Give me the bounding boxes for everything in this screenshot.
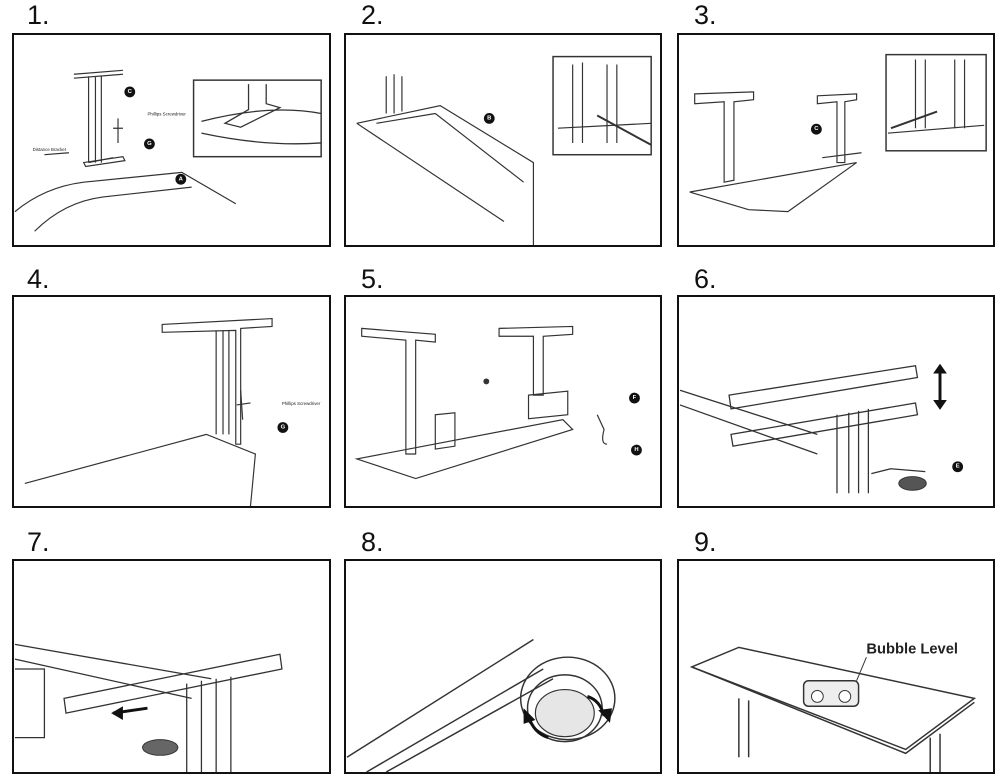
bubble-level-label: Bubble Level <box>866 641 958 657</box>
step-1-illustration: C G A Phillips Screwdriver Distance Brac… <box>14 69 322 232</box>
step-1-panel: C G A Phillips Screwdriver Distance Brac… <box>12 33 331 247</box>
callout-a: A <box>179 176 184 182</box>
step-8-panel <box>344 559 662 774</box>
step-4-panel: G Phillips Screwdriver <box>12 295 331 508</box>
callout-f: F <box>633 395 637 401</box>
step-number: 6. <box>694 264 717 294</box>
callout-h: H <box>634 447 638 453</box>
callout-c: C <box>128 89 133 95</box>
step-number: 1. <box>27 0 50 30</box>
step-3-panel: C <box>677 33 995 247</box>
step-3-illustration: C <box>689 53 987 213</box>
step-6-panel: E <box>677 295 995 508</box>
step-5-panel: F H <box>344 295 662 508</box>
callout-g: G <box>281 425 286 431</box>
callout-e: E <box>956 464 960 470</box>
step-2-illustration: B <box>356 55 652 245</box>
step-number: 3. <box>694 0 717 30</box>
step-9-panel: Bubble Level <box>677 559 995 774</box>
callout-b: B <box>487 115 491 121</box>
step-9-illustration: Bubble Level <box>689 641 977 772</box>
step-6-illustration: E <box>679 363 964 494</box>
step-7-illustration <box>14 643 283 772</box>
callout-c: C <box>814 126 819 132</box>
step-number: 9. <box>694 527 717 557</box>
step-8-illustration <box>346 638 616 772</box>
phillips-screwdriver-label: Phillips Screwdriver <box>282 401 321 406</box>
step-number: 8. <box>361 527 384 557</box>
step-2-panel: B <box>344 33 662 247</box>
step-number: 7. <box>27 527 50 557</box>
distance-bracket-label: Distance Bracket <box>33 147 67 152</box>
step-number: 4. <box>27 264 50 294</box>
phillips-screwdriver-label: Phillips Screwdriver <box>147 111 186 116</box>
step-5-illustration: F H <box>354 325 642 480</box>
step-7-panel <box>12 559 331 774</box>
step-4-illustration: G Phillips Screwdriver <box>24 317 321 506</box>
callout-g: G <box>147 141 152 147</box>
step-number: 2. <box>361 0 384 30</box>
step-number: 5. <box>361 264 384 294</box>
